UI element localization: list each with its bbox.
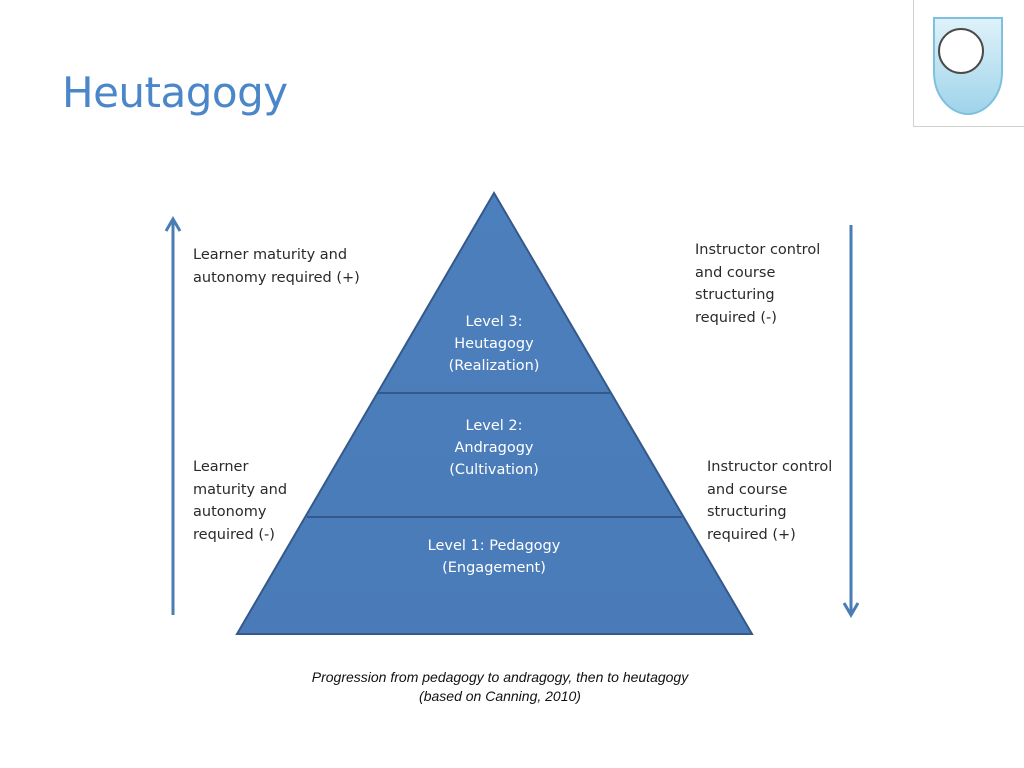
level-2-label: Level 2: Andragogy (Cultivation) bbox=[449, 418, 539, 478]
left-arrow-head bbox=[164, 216, 182, 232]
left-bottom-label: Learner maturity and autonomy required (… bbox=[193, 459, 288, 543]
right-bottom-label: Instructor control and course structurin… bbox=[707, 459, 833, 543]
slide-title: Heutagogy bbox=[62, 68, 288, 117]
shield-logo-icon bbox=[933, 17, 1003, 116]
level-3-label: Level 3: Heutagogy (Realization) bbox=[448, 314, 540, 374]
figure-caption: Progression from pedagogy to andragogy, … bbox=[200, 668, 800, 706]
right-arrow-head bbox=[842, 602, 860, 618]
pyramid bbox=[235, 191, 754, 635]
caption-line-2: (based on Canning, 2010) bbox=[419, 688, 581, 704]
level-1-label: Level 1: Pedagogy (Engagement) bbox=[427, 538, 561, 576]
logo-box bbox=[913, 0, 1024, 127]
right-top-label: Instructor control and course structurin… bbox=[695, 242, 821, 326]
left-top-label: Learner maturity and autonomy required (… bbox=[193, 247, 360, 286]
caption-line-1: Progression from pedagogy to andragogy, … bbox=[311, 669, 689, 685]
